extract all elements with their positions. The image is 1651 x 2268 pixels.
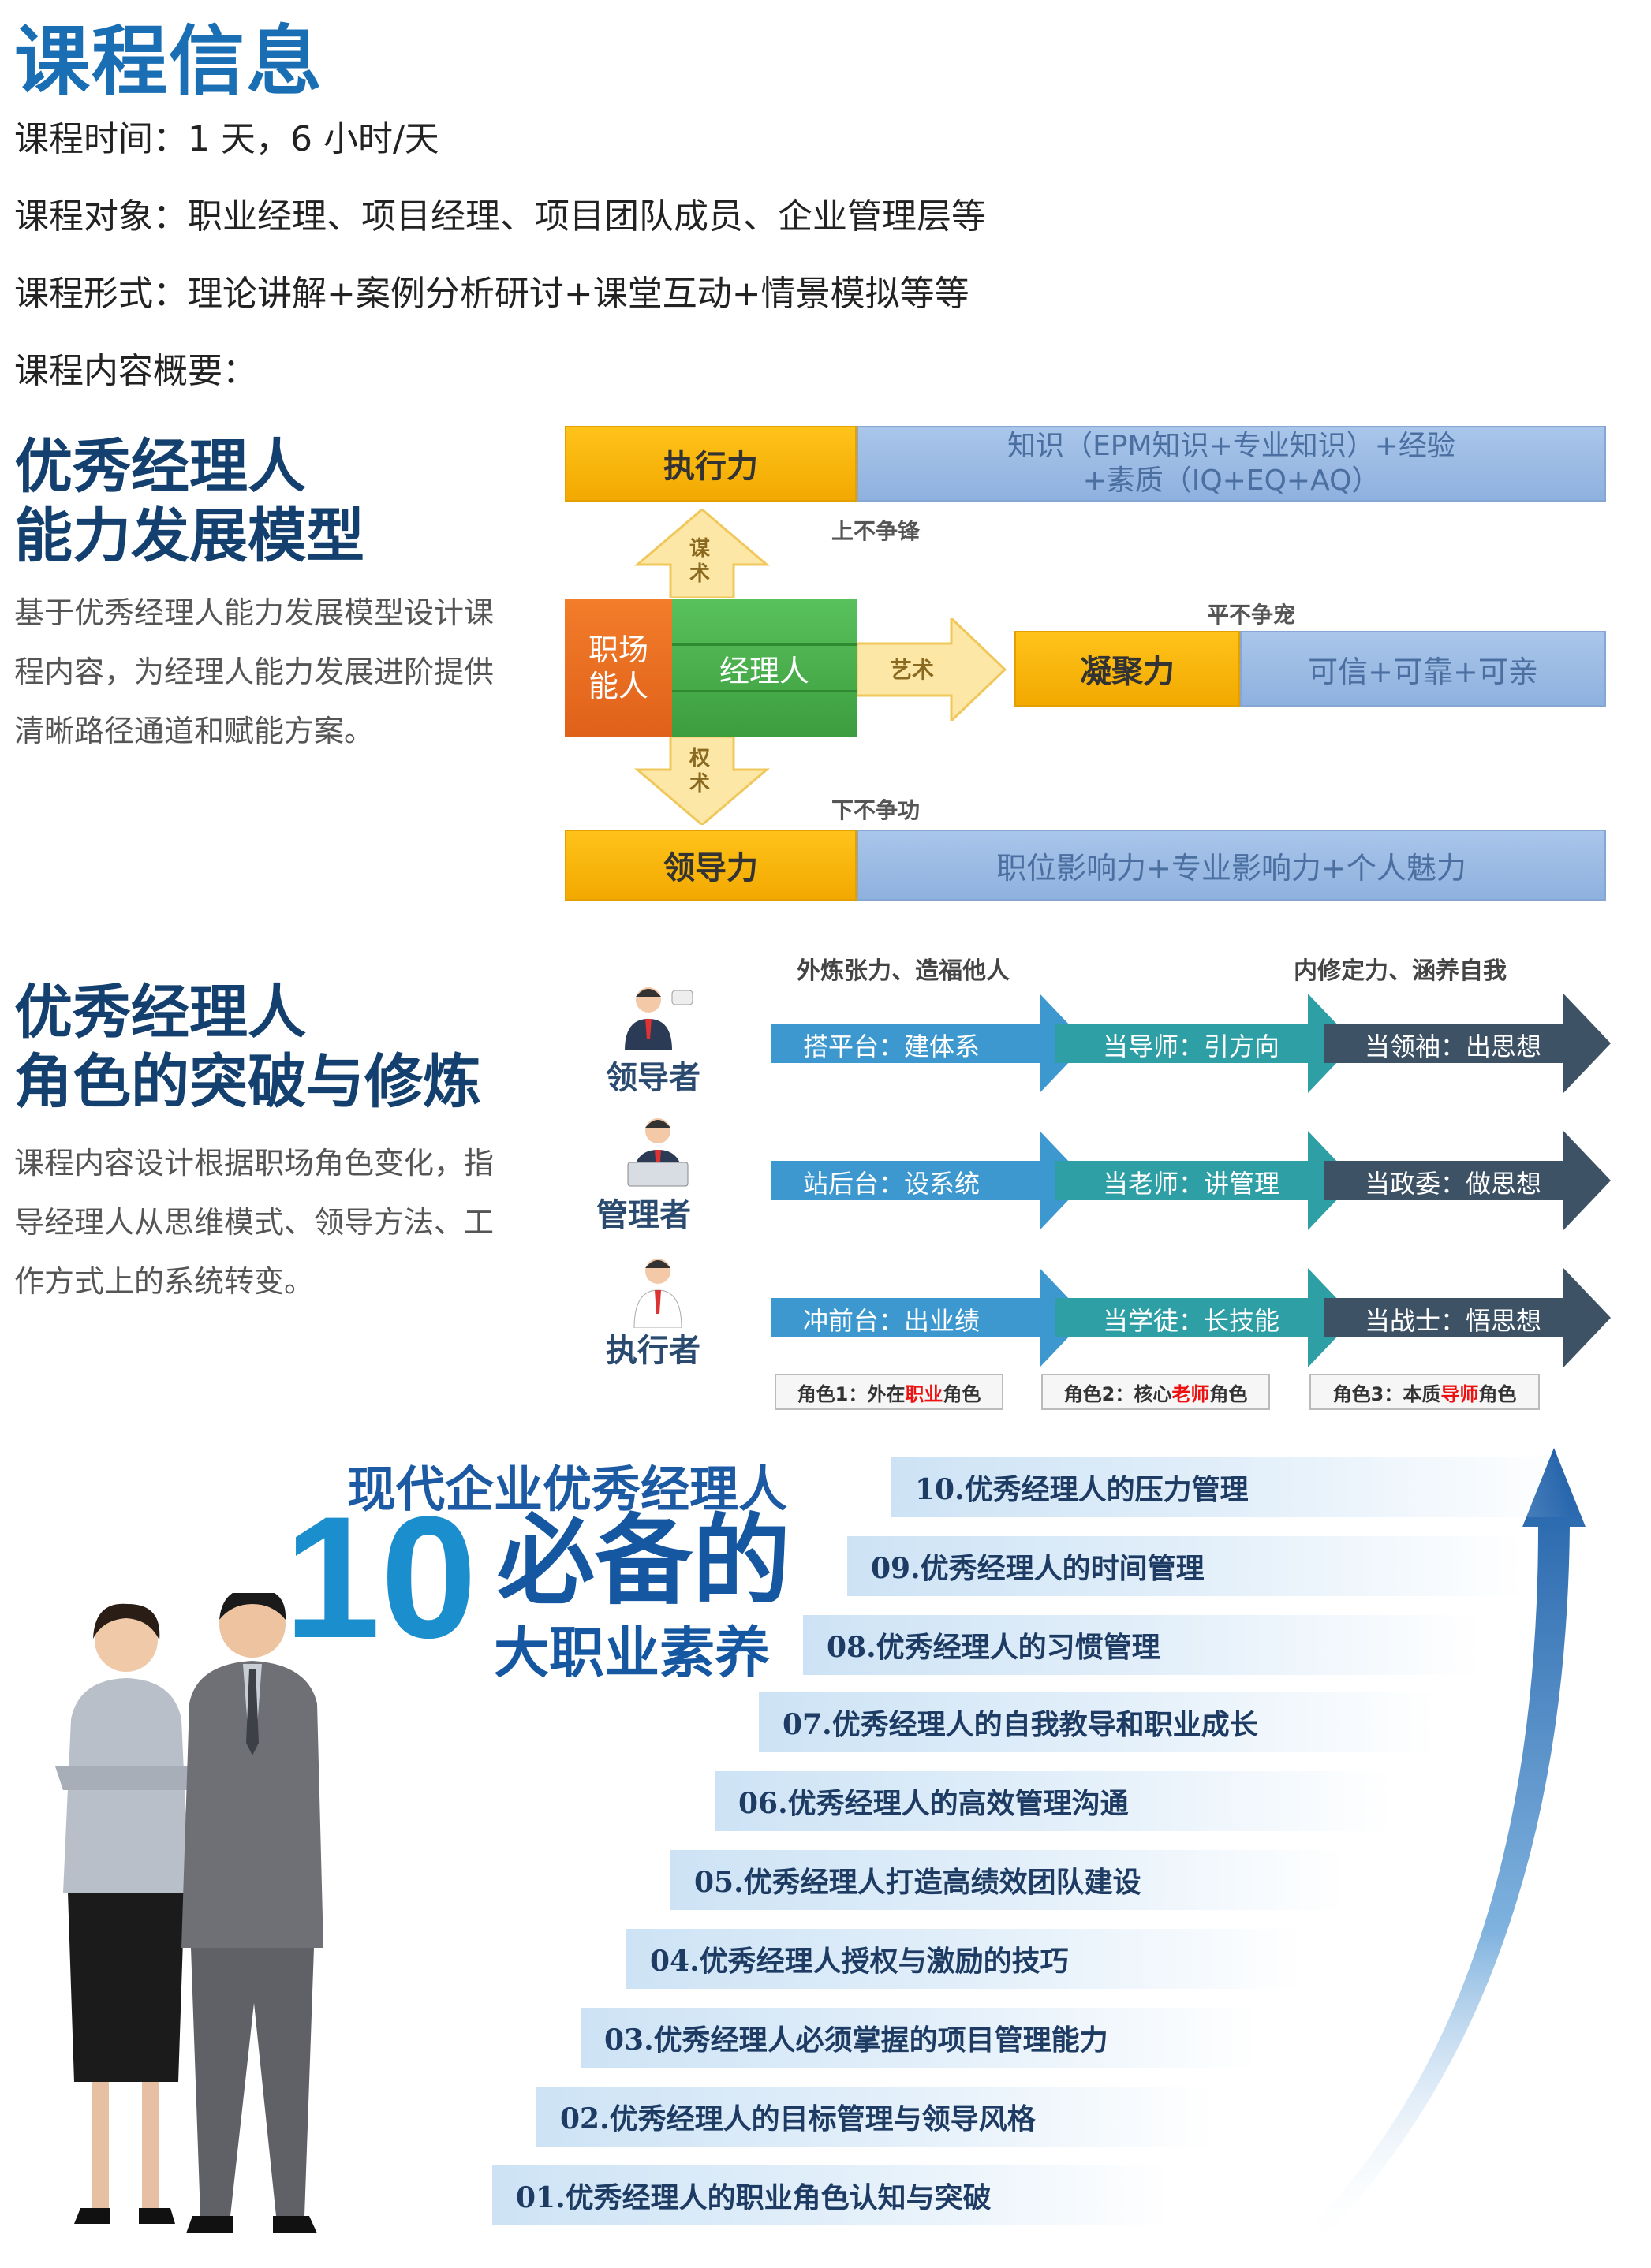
manager-seg-3: 当政委：做思想 [1365, 1169, 1542, 1199]
lead-label: 领导力 [565, 830, 857, 901]
executor-path: 冲前台：出业绩 当学徒：长技能 当战士：悟思想 [771, 1268, 1611, 1367]
right-arrow-icon [857, 618, 1007, 721]
literacy-heading-big: 必备的 [497, 1504, 791, 1618]
literacy-step-02: 02.优秀经理人的目标管理与领导风格 [536, 2087, 1215, 2147]
exec-content: 知识（EPM知识+专业知识）+经验 +素质（IQ+EQ+AQ） [857, 426, 1606, 502]
literacy-step-09: 09.优秀经理人的时间管理 [847, 1536, 1526, 1596]
note-external: 外炼张力、造福他人 [797, 957, 1010, 985]
down-arrow-icon [633, 737, 771, 825]
section1-heading-line2: 能力发展模型 [14, 502, 364, 570]
role-label-2: 角色2：核心老师角色 [1041, 1374, 1270, 1410]
up-arrow-label: 谋术 [689, 537, 711, 586]
section1-heading-line1: 优秀经理人 [14, 433, 306, 501]
manager-avatar-icon [627, 1118, 689, 1187]
course-summary-label: 课程内容概要： [14, 351, 257, 391]
literacy-heading-number: 10 [284, 1480, 477, 1674]
executor-seg-3: 当战士：悟思想 [1365, 1306, 1542, 1336]
literacy-step-03: 03.优秀经理人必须掌握的项目管理能力 [581, 2008, 1259, 2068]
down-arrow-label: 权术 [689, 747, 711, 796]
note-internal: 内修定力、涵养自我 [1294, 957, 1507, 985]
executor-seg-1: 冲前台：出业绩 [803, 1306, 981, 1336]
manager-block [672, 599, 857, 737]
literacy-step-01: 01.优秀经理人的职业角色认知与突破 [492, 2165, 1171, 2225]
flat-note: 平不争宠 [1207, 602, 1296, 628]
role-label-1: 角色1：外在职业角色 [775, 1374, 1003, 1410]
cohesion-content: 可信+可靠+可亲 [1240, 631, 1606, 707]
literacy-step-04: 04.优秀经理人授权与激励的技巧 [626, 1929, 1305, 1989]
rising-arrow-icon [1309, 1448, 1586, 2252]
down-note: 下不争功 [831, 797, 921, 823]
literacy-step-07: 07.优秀经理人的自我教导和职业成长 [759, 1692, 1437, 1752]
lead-content: 职位影响力+专业影响力+个人魅力 [857, 830, 1606, 901]
leader-seg-1: 搭平台：建体系 [803, 1031, 981, 1061]
literacy-heading-sub: 大职业素养 [494, 1620, 770, 1685]
exec-content-line1: 知识（EPM知识+专业知识）+经验 [1007, 430, 1455, 462]
section2-heading-line1: 优秀经理人 [14, 979, 306, 1046]
role-executor: 执行者 [606, 1333, 700, 1369]
executor-seg-2: 当学徒：长技能 [1103, 1306, 1280, 1336]
leader-path: 搭平台：建体系 当导师：引方向 当领袖：出思想 [771, 994, 1611, 1093]
workplace-box: 职场能人 [565, 599, 672, 737]
art-label: 艺术 [890, 657, 935, 683]
leader-seg-3: 当领袖：出思想 [1365, 1031, 1542, 1061]
manager-seg-2: 当老师：讲管理 [1103, 1169, 1280, 1199]
page-title: 课程信息 [14, 17, 323, 106]
literacy-heading-small: 现代企业优秀经理人 [347, 1460, 788, 1518]
course-format: 课程形式：理论讲解+案例分析研讨+课堂互动+情景模拟等等 [14, 274, 969, 314]
section2-heading-line2: 角色的突破与修炼 [14, 1048, 481, 1116]
section2-description: 课程内容设计根据职场角色变化，指导经理人从思维模式、领导方法、工作方式上的系统转… [14, 1146, 495, 1299]
literacy-step-05: 05.优秀经理人打造高绩效团队建设 [670, 1850, 1349, 1910]
literacy-step-08: 08.优秀经理人的习惯管理 [803, 1615, 1481, 1675]
manager-path: 站后台：设系统 当老师：讲管理 当政委：做思想 [771, 1131, 1611, 1230]
section1-description: 基于优秀经理人能力发展模型设计课程内容，为经理人能力发展进阶提供清晰路径通道和赋… [14, 595, 495, 748]
leader-seg-2: 当导师：引方向 [1103, 1031, 1280, 1061]
exec-content-line2: +素质（IQ+EQ+AQ） [1082, 464, 1380, 497]
exec-label: 执行力 [565, 426, 857, 502]
literacy-step-10: 10.优秀经理人的压力管理 [891, 1457, 1570, 1517]
executor-avatar-icon [633, 1259, 682, 1328]
business-people-illustration [55, 1593, 323, 2233]
literacy-step-06: 06.优秀经理人的高效管理沟通 [715, 1771, 1393, 1831]
up-arrow-icon [633, 509, 771, 598]
up-note: 上不争锋 [831, 518, 921, 544]
role-leader: 领导者 [606, 1060, 700, 1096]
course-time: 课程时间：1 天，6 小时/天 [14, 119, 439, 159]
course-audience: 课程对象：职业经理、项目经理、项目团队成员、企业管理层等 [14, 196, 986, 237]
manager-seg-1: 站后台：设系统 [803, 1169, 981, 1199]
role-manager: 管理者 [596, 1197, 691, 1233]
role-label-3: 角色3：本质导师角色 [1309, 1374, 1540, 1410]
manager-label: 经理人 [719, 653, 809, 688]
leader-avatar-icon [625, 987, 693, 1050]
cohesion-label: 凝聚力 [1014, 631, 1240, 707]
